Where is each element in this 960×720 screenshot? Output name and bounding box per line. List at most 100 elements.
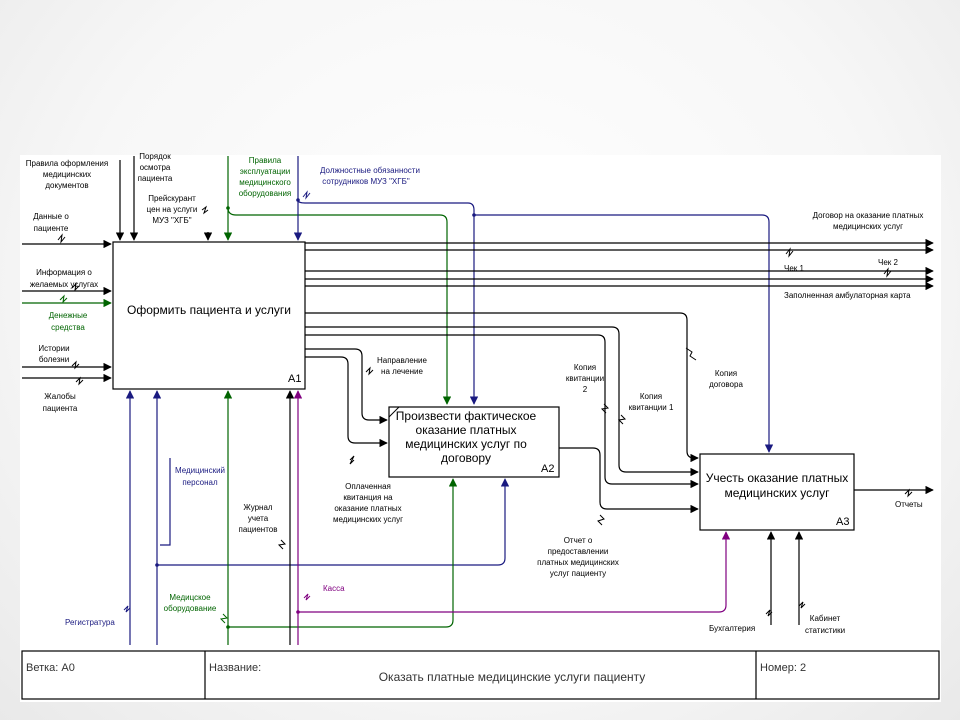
svg-text:Направление: Направление: [377, 356, 428, 365]
label-pravila-oform: Правила оформления медицинских документо…: [26, 159, 108, 190]
svg-text:2: 2: [583, 385, 588, 394]
footer-number: Номер: 2: [760, 662, 806, 674]
svg-text:Договор на оказание платных: Договор на оказание платных: [813, 211, 924, 220]
svg-text:Медицинский: Медицинский: [175, 466, 225, 475]
label-medpersonal: Медицинский персонал: [175, 466, 225, 487]
svg-text:Жалобы: Жалобы: [44, 392, 76, 401]
svg-text:медицинских: медицинских: [43, 170, 91, 179]
svg-text:желаемых услугах: желаемых услугах: [30, 280, 98, 289]
label-zapolnennaya: Заполненная амбулаторная карта: [784, 291, 911, 300]
label-dannye: Данные о пациенте: [33, 212, 69, 233]
arrow-medpersonal-a2: [157, 478, 510, 566]
footer-name-label: Название:: [209, 662, 261, 674]
footer-node: Ветка: A0: [26, 662, 75, 674]
svg-text:Правила оформления: Правила оформления: [26, 159, 108, 168]
arrow-kopiya-kv1: [305, 334, 699, 489]
arrow-medoborud-a2: [228, 478, 458, 628]
svg-text:Журнал: Журнал: [243, 503, 273, 512]
svg-text:цен на услуги: цен на услуги: [147, 205, 198, 214]
svg-text:Кабинет: Кабинет: [810, 614, 841, 623]
svg-text:оборудование: оборудование: [164, 604, 217, 613]
box-a2-title-3: медицинских услуг по: [405, 437, 527, 451]
svg-text:медицинского: медицинского: [239, 178, 291, 187]
svg-text:Копия: Копия: [574, 363, 596, 372]
svg-text:услуг пациенту: услуг пациенту: [550, 569, 606, 578]
svg-text:медицинских услуг: медицинских услуг: [333, 515, 403, 524]
label-zhaloby: Жалобы пациента: [43, 392, 78, 413]
svg-text:предоставлении: предоставлении: [548, 547, 609, 556]
box-a3-title-2: медицинских услуг: [724, 486, 830, 500]
svg-text:осмотра: осмотра: [140, 163, 171, 172]
box-a1-id: A1: [288, 373, 301, 385]
svg-text:пациента: пациента: [43, 404, 78, 413]
svg-text:Копия: Копия: [715, 369, 737, 378]
label-kabinet: Кабинет статистики: [805, 614, 845, 635]
svg-text:Оплаченная: Оплаченная: [345, 482, 391, 491]
arrow-napravlenie: [305, 348, 388, 425]
label-preyskurant: Прейскурант цен на услуги МУЗ "ХГБ": [147, 194, 198, 225]
label-pravila-expl: Правила эксплуатации медицинского оборуд…: [239, 156, 292, 198]
box-a1[interactable]: Оформить пациента и услуги A1: [112, 241, 306, 390]
box-a2-title-4: договору: [441, 451, 491, 465]
label-napravlenie: Направление на лечение: [377, 356, 428, 376]
svg-text:Должностные обязанности: Должностные обязанности: [320, 166, 420, 175]
label-otchet: Отчет о предоставлении платных медицинск…: [537, 536, 619, 578]
arrow-otchet: [559, 447, 699, 514]
box-a2-title-2: оказание платных: [416, 423, 517, 437]
svg-text:оборудования: оборудования: [239, 189, 292, 198]
label-informaciya: Информация о желаемых услугах: [30, 268, 98, 289]
svg-text:Медицское: Медицское: [169, 593, 211, 602]
svg-text:болезни: болезни: [39, 355, 69, 364]
svg-text:медицинских услуг: медицинских услуг: [833, 222, 903, 231]
svg-text:Прейскурант: Прейскурант: [148, 194, 196, 203]
arrow-kassa-a3: [298, 531, 731, 613]
svg-text:Информация о: Информация о: [36, 268, 92, 277]
svg-text:Истории: Истории: [38, 344, 69, 353]
svg-text:платных медицинских: платных медицинских: [537, 558, 619, 567]
svg-text:пациента: пациента: [138, 174, 173, 183]
svg-text:квитанции 1: квитанции 1: [629, 403, 674, 412]
label-chek1: Чек 1: [784, 264, 805, 273]
label-otchety: Отчеты: [895, 500, 923, 509]
arrow-dolzh-a2: [297, 199, 479, 405]
label-registratura: Регистратура: [65, 618, 115, 627]
box-a2[interactable]: Произвести фактическое оказание платных …: [388, 406, 560, 478]
svg-text:статистики: статистики: [805, 626, 845, 635]
svg-text:квитанции: квитанции: [566, 374, 604, 383]
label-kopiya-dog: Копия договора: [709, 369, 743, 389]
label-istorii: Истории болезни: [38, 344, 69, 364]
medpersonal-stub: [160, 458, 171, 546]
svg-text:пациентов: пациентов: [239, 525, 278, 534]
svg-text:Правила: Правила: [249, 156, 282, 165]
label-zhurnal: Журнал учета пациентов: [239, 503, 278, 534]
svg-text:Отчет о: Отчет о: [564, 536, 593, 545]
svg-text:на лечение: на лечение: [381, 367, 423, 376]
svg-text:МУЗ "ХГБ": МУЗ "ХГБ": [152, 216, 191, 225]
label-medoborud: Медицское оборудование: [164, 593, 217, 613]
footer: Ветка: A0 Название: Оказать платные меди…: [21, 650, 940, 700]
label-dogovor: Договор на оказание платных медицинских …: [813, 211, 924, 231]
svg-text:учета: учета: [248, 514, 269, 523]
svg-text:Денежные: Денежные: [49, 311, 88, 320]
svg-text:Копия: Копия: [640, 392, 662, 401]
svg-text:Данные о: Данные о: [33, 212, 69, 221]
svg-text:квитанция на: квитанция на: [343, 493, 393, 502]
arrow-kopiya-dog: [305, 312, 699, 463]
box-a2-id: A2: [541, 463, 554, 475]
svg-text:Порядок: Порядок: [139, 152, 171, 161]
label-chek2: Чек 2: [878, 258, 899, 267]
arrow-oplachennaya: [305, 356, 388, 448]
label-kassa: Касса: [323, 584, 345, 593]
box-a1-title: Оформить пациента и услуги: [127, 303, 291, 317]
box-a3[interactable]: Учесть оказание платных медицинских услу…: [699, 453, 855, 531]
svg-text:персонал: персонал: [182, 478, 218, 487]
label-buhgalteriya: Бухгалтерия: [709, 624, 755, 633]
arrow-kopiya-kv2: [305, 326, 699, 477]
arrow-dolzh-a3: [474, 214, 774, 453]
box-a3-id: A3: [836, 516, 849, 528]
label-oplachennaya: Оплаченная квитанция на оказание платных…: [333, 482, 403, 524]
svg-text:пациенте: пациенте: [34, 224, 69, 233]
label-kopiya-kv2: Копия квитанции 2: [566, 363, 604, 394]
footer-title: Оказать платные медицинские услуги пацие…: [379, 670, 646, 684]
